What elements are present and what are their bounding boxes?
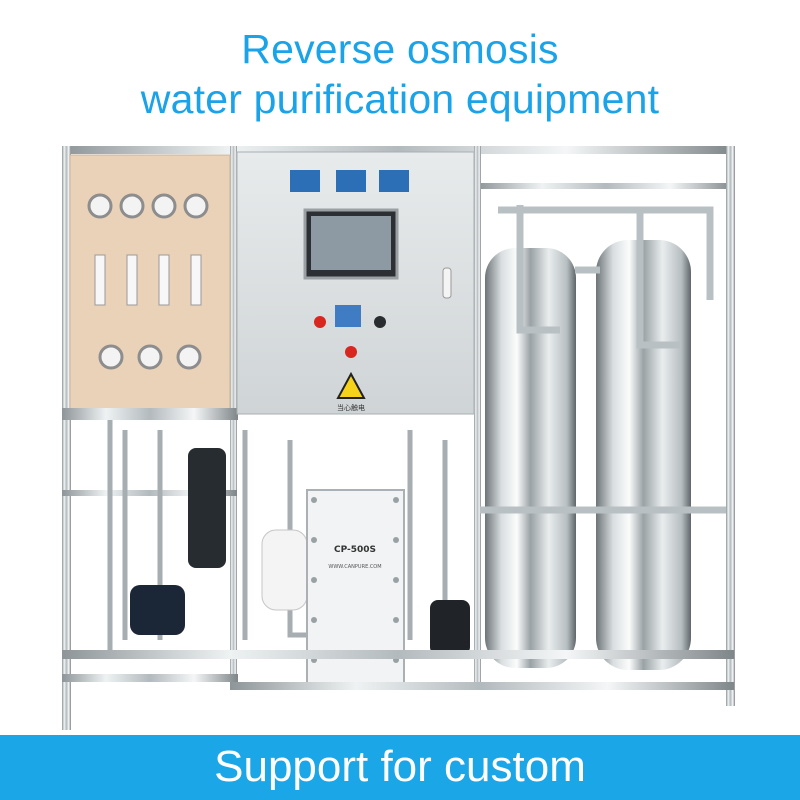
footer-text: Support for custom: [214, 742, 586, 791]
frame-right-post: [726, 146, 735, 706]
frame-right-top-rail: [478, 183, 734, 189]
cabinet-handle: [442, 267, 452, 299]
pressure-gauges-bottom: [98, 344, 202, 370]
frame-mid-post-2: [474, 146, 481, 690]
frame-base-rail: [62, 650, 734, 659]
digital-meters: [290, 170, 409, 192]
frame-left-post: [62, 146, 71, 730]
controller-display: [335, 305, 361, 327]
emergency-stop: [345, 346, 357, 358]
run-button: [374, 316, 386, 328]
warning-label: 当心触电: [337, 403, 365, 412]
pump-left: [130, 585, 185, 635]
flow-meters: [94, 254, 202, 306]
edi-module-sublabel: WWW.CANPURE.COM: [328, 564, 381, 570]
headline-line-2: water purification equipment: [140, 76, 660, 122]
filter-tank-left: [485, 248, 576, 668]
footer-banner: Support for custom: [0, 735, 800, 800]
product-photo: 当心触电 CP-500S WWW.CANPURE.COM: [62, 146, 735, 730]
control-cabinet: [236, 151, 475, 415]
edi-module-label: CP-500S: [334, 545, 376, 555]
pump-right: [430, 600, 470, 655]
electric-warning-sign: [336, 371, 366, 399]
gauge-panel: [69, 154, 231, 411]
pressure-gauges-top: [87, 193, 209, 219]
chemical-tank: [261, 529, 308, 611]
frame-base-rail-2: [230, 682, 734, 690]
pump-tank-left: [188, 448, 226, 568]
stop-button: [314, 316, 326, 328]
frame-top-rail: [62, 146, 734, 154]
headline-line-1: Reverse osmosis: [241, 26, 559, 72]
tank-piping: [480, 205, 726, 514]
